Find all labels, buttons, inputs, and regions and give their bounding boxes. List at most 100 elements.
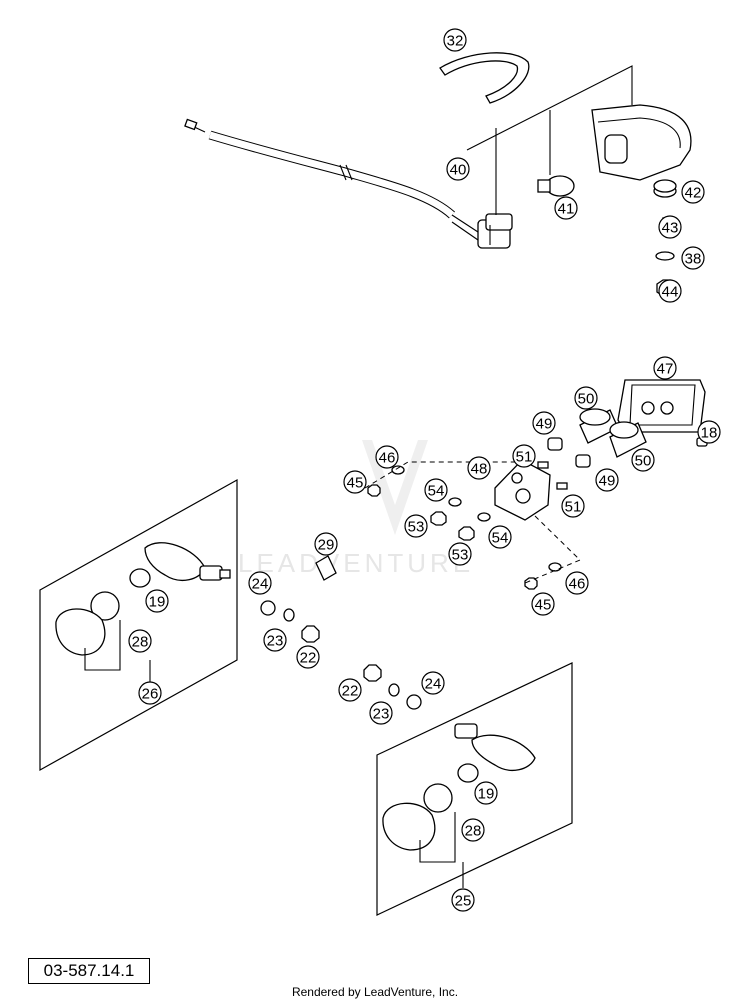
callout-circle	[681, 180, 705, 204]
callout-circle	[474, 781, 498, 805]
indicator-right-box	[376, 662, 573, 916]
callout-label: 51	[516, 449, 533, 466]
callout-29: 29	[314, 532, 338, 556]
tail-bulb	[537, 175, 575, 197]
callout-22: 22	[296, 645, 320, 669]
callout-28: 28	[128, 629, 152, 653]
bulb-socket	[477, 213, 513, 249]
callout-32: 32	[443, 28, 467, 52]
callout-circle	[314, 532, 338, 556]
callout-circle	[631, 448, 655, 472]
callout-label: 45	[535, 597, 552, 614]
callout-50: 50	[631, 448, 655, 472]
callout-label: 47	[657, 361, 674, 378]
callout-circle	[595, 468, 619, 492]
callout-label: 54	[428, 483, 445, 500]
callout-label: 44	[662, 284, 679, 301]
rubber-spacers	[579, 408, 647, 458]
callout-circle	[653, 356, 677, 380]
callout-circle	[338, 678, 362, 702]
footer-credit: Rendered by LeadVenture, Inc.	[291, 985, 459, 999]
callout-label: 28	[132, 634, 149, 651]
callout-label: 46	[379, 450, 396, 467]
callout-circle	[369, 701, 393, 725]
callout-label: 19	[478, 786, 495, 803]
callout-circle	[488, 525, 512, 549]
indicator-right	[382, 723, 536, 863]
callout-23: 23	[263, 628, 287, 652]
plate-bracket	[494, 459, 551, 521]
callout-circle	[561, 494, 585, 518]
callout-circle	[658, 279, 682, 303]
callout-22: 22	[338, 678, 362, 702]
mid-dashed-lines	[364, 461, 581, 584]
callout-51: 51	[561, 494, 585, 518]
callout-label: 49	[599, 473, 616, 490]
callout-46: 46	[565, 571, 589, 595]
tail-light-housing	[591, 104, 692, 181]
callout-label: 38	[685, 251, 702, 268]
callout-44: 44	[658, 279, 682, 303]
callout-label: 22	[300, 650, 317, 667]
callout-circle	[451, 888, 475, 912]
callout-circle	[658, 215, 682, 239]
seal-strip	[439, 52, 530, 104]
callout-label: 29	[318, 537, 335, 554]
callout-label: 43	[662, 220, 679, 237]
callout-circle	[574, 386, 598, 410]
callout-28: 28	[461, 818, 485, 842]
callout-25: 25	[451, 888, 475, 912]
callout-19: 19	[474, 781, 498, 805]
callout-label: 19	[149, 594, 166, 611]
callout-label: 24	[425, 676, 442, 693]
callout-circle	[565, 571, 589, 595]
callout-54: 54	[424, 478, 448, 502]
callout-label: 54	[492, 530, 509, 547]
callout-49: 49	[595, 468, 619, 492]
callout-label: 23	[267, 633, 284, 650]
callout-23: 23	[369, 701, 393, 725]
indicator-left	[55, 542, 231, 671]
callout-label: 45	[347, 475, 364, 492]
callout-label: 26	[142, 686, 159, 703]
callout-label: 41	[558, 201, 575, 218]
callout-circle	[421, 671, 445, 695]
turn-signal-fasteners-right	[363, 664, 422, 710]
callout-26: 26	[138, 681, 162, 705]
callout-circle	[128, 629, 152, 653]
callout-42: 42	[681, 180, 705, 204]
callout-label: 53	[452, 547, 469, 564]
callout-label: 50	[635, 453, 652, 470]
callout-circle	[263, 628, 287, 652]
callout-circle	[343, 470, 367, 494]
callout-label: 24	[252, 576, 269, 593]
callout-circle	[681, 246, 705, 270]
top-leader-lines	[466, 65, 633, 215]
callout-circle	[531, 592, 555, 616]
callout-24: 24	[248, 571, 272, 595]
callout-circle	[448, 542, 472, 566]
callout-label: 22	[342, 683, 359, 700]
callout-circle	[461, 818, 485, 842]
turn-signal-fasteners-left	[260, 555, 337, 643]
callout-circle	[145, 589, 169, 613]
callout-53: 53	[448, 542, 472, 566]
callout-circle	[375, 445, 399, 469]
callout-label: 42	[685, 185, 702, 202]
callout-circle	[512, 444, 536, 468]
callout-54: 54	[488, 525, 512, 549]
callout-24: 24	[421, 671, 445, 695]
watermark-text: LEADVENTURE	[238, 548, 474, 578]
callout-circle	[446, 157, 470, 181]
callout-50: 50	[574, 386, 598, 410]
callout-41: 41	[554, 196, 578, 220]
callout-53: 53	[404, 514, 428, 538]
callout-38: 38	[681, 246, 705, 270]
callout-47: 47	[653, 356, 677, 380]
callout-label: 25	[455, 893, 472, 910]
callout-51: 51	[512, 444, 536, 468]
callout-circle	[296, 645, 320, 669]
callout-label: 53	[408, 519, 425, 536]
rubber-mounts	[547, 437, 591, 468]
